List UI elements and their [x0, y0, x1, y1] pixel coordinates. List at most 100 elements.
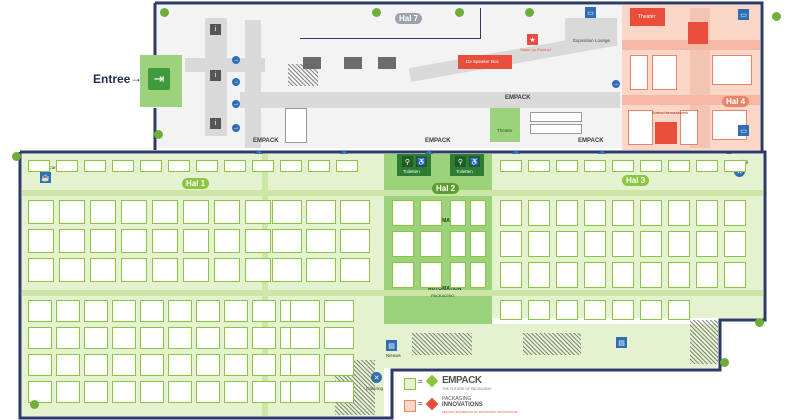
booth[interactable] [556, 160, 578, 172]
booth[interactable] [112, 160, 134, 172]
booth[interactable] [224, 300, 248, 322]
booth[interactable] [140, 327, 164, 349]
booth[interactable] [308, 160, 330, 172]
booth[interactable] [340, 258, 370, 282]
booth[interactable] [84, 160, 106, 172]
booth[interactable] [224, 160, 246, 172]
booth[interactable] [500, 200, 522, 226]
booth[interactable] [112, 300, 136, 322]
booth[interactable] [272, 200, 302, 224]
booth[interactable] [668, 300, 690, 320]
booth[interactable] [324, 354, 354, 376]
booth[interactable] [168, 300, 192, 322]
booth[interactable] [324, 327, 354, 349]
booth[interactable] [224, 327, 248, 349]
booth[interactable] [290, 354, 320, 376]
booth[interactable] [612, 231, 634, 257]
booth[interactable] [28, 160, 50, 172]
booth[interactable] [183, 229, 209, 253]
booth[interactable] [140, 160, 162, 172]
booth[interactable] [612, 160, 634, 172]
booth[interactable] [56, 354, 80, 376]
booth[interactable] [696, 262, 718, 288]
booth[interactable] [245, 200, 271, 224]
booth[interactable] [668, 231, 690, 257]
booth[interactable] [392, 262, 414, 288]
booth[interactable] [528, 300, 550, 320]
booth[interactable] [696, 160, 718, 172]
booth[interactable] [152, 200, 178, 224]
booth[interactable] [90, 229, 116, 253]
booth[interactable] [90, 258, 116, 282]
booth[interactable] [252, 300, 276, 322]
booth[interactable] [272, 229, 302, 253]
booth[interactable] [630, 55, 648, 90]
booth[interactable] [612, 262, 634, 288]
booth[interactable] [59, 258, 85, 282]
booth[interactable] [668, 200, 690, 226]
booth[interactable] [652, 55, 677, 90]
booth[interactable] [56, 381, 80, 403]
booth[interactable] [724, 262, 746, 288]
booth[interactable] [224, 381, 248, 403]
ambacht-box[interactable] [655, 122, 677, 144]
booth[interactable] [285, 108, 307, 143]
booth[interactable] [306, 200, 336, 224]
booth[interactable] [628, 110, 653, 145]
booth[interactable] [28, 258, 54, 282]
booth[interactable] [196, 354, 220, 376]
booth[interactable] [90, 200, 116, 224]
booth[interactable] [612, 200, 634, 226]
booth[interactable] [336, 160, 358, 172]
theater-top[interactable] [630, 8, 665, 26]
booth[interactable] [59, 229, 85, 253]
booth[interactable] [196, 327, 220, 349]
booth[interactable] [556, 200, 578, 226]
booth[interactable] [112, 327, 136, 349]
speaker-box[interactable] [458, 55, 512, 69]
booth[interactable] [324, 300, 354, 322]
booth[interactable] [183, 200, 209, 224]
booth[interactable] [612, 300, 634, 320]
booth[interactable] [196, 300, 220, 322]
booth[interactable] [56, 160, 78, 172]
booth[interactable] [640, 231, 662, 257]
booth[interactable] [290, 327, 320, 349]
booth[interactable] [696, 200, 718, 226]
booth[interactable] [56, 300, 80, 322]
booth[interactable] [59, 200, 85, 224]
booth[interactable] [28, 200, 54, 224]
booth[interactable] [306, 258, 336, 282]
booth[interactable] [696, 231, 718, 257]
booth[interactable] [140, 381, 164, 403]
booth[interactable] [500, 160, 522, 172]
booth[interactable] [392, 231, 414, 257]
booth[interactable] [84, 381, 108, 403]
booth[interactable] [584, 160, 606, 172]
booth[interactable] [152, 258, 178, 282]
booth[interactable] [121, 258, 147, 282]
booth[interactable] [556, 262, 578, 288]
booth[interactable] [84, 327, 108, 349]
booth[interactable] [214, 229, 240, 253]
booth[interactable] [556, 231, 578, 257]
booth[interactable] [584, 231, 606, 257]
booth[interactable] [252, 160, 274, 172]
booth[interactable] [724, 231, 746, 257]
booth[interactable] [640, 200, 662, 226]
booth[interactable] [500, 300, 522, 320]
booth[interactable] [420, 200, 442, 226]
booth[interactable] [214, 200, 240, 224]
booth[interactable] [450, 262, 466, 288]
booth[interactable] [290, 381, 320, 403]
booth[interactable] [121, 229, 147, 253]
booth[interactable] [528, 200, 550, 226]
booth[interactable] [56, 327, 80, 349]
booth[interactable] [340, 229, 370, 253]
booth[interactable] [470, 262, 486, 288]
booth[interactable] [530, 112, 582, 122]
booth[interactable] [84, 300, 108, 322]
booth[interactable] [252, 354, 276, 376]
booth[interactable] [584, 300, 606, 320]
booth[interactable] [724, 200, 746, 226]
